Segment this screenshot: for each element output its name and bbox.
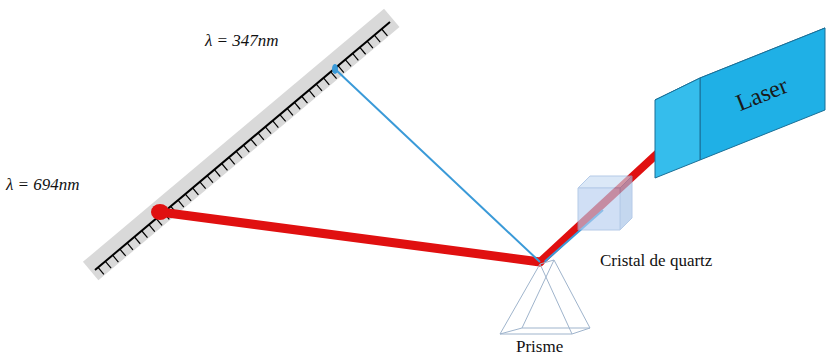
screen-tick: [309, 90, 315, 97]
screen-tick: [142, 231, 148, 238]
prism-label: Prisme: [516, 338, 563, 357]
screen-tick: [374, 35, 380, 42]
screen-tick: [120, 249, 126, 256]
screen-tick: [229, 157, 235, 164]
screen-tick: [323, 78, 329, 85]
crystal-label: Cristal de quartz: [600, 252, 712, 271]
screen-tick: [265, 127, 271, 134]
screen-tick: [258, 133, 264, 140]
screen-tick: [353, 53, 359, 60]
screen-tick: [367, 41, 373, 48]
blue-spot: [332, 64, 338, 74]
screen-tick: [360, 47, 366, 54]
screen-tick: [98, 267, 104, 274]
blue-beam: [335, 69, 540, 262]
screen-tick: [149, 225, 155, 232]
screen-tick: [382, 29, 388, 36]
screen-tick: [214, 170, 220, 177]
screen-tick: [185, 194, 191, 201]
screen-tick: [127, 243, 133, 250]
laser-beam: [540, 140, 672, 262]
laser-box: Laser: [650, 20, 829, 185]
screen-tick: [236, 151, 242, 158]
screen-tick: [280, 115, 286, 122]
wavelength-label: λ = 347nm: [205, 32, 279, 51]
screen-tick: [193, 188, 199, 195]
laser-face: [655, 78, 700, 178]
screen-tick: [207, 176, 213, 183]
red-spot: [151, 204, 169, 220]
screen-tick: [273, 121, 279, 128]
prism: [500, 260, 590, 334]
screen-tick: [287, 108, 293, 115]
quartz-crystal: [578, 176, 632, 230]
screen-tick: [243, 145, 249, 152]
screen-tick: [178, 200, 184, 207]
red-beam: [160, 212, 540, 262]
screen-tick: [105, 261, 111, 268]
screen-tick: [200, 182, 206, 189]
screen-tick: [294, 102, 300, 109]
screen-tick: [134, 237, 140, 244]
screen-tick: [345, 60, 351, 67]
screen-tick: [222, 164, 228, 171]
screen-tick: [302, 96, 308, 103]
screen-tick: [316, 84, 322, 91]
screen-tick: [251, 139, 257, 146]
screen-tick: [113, 255, 119, 262]
laser-face: [700, 28, 825, 160]
wavelength-label: λ = 694nm: [6, 176, 80, 195]
